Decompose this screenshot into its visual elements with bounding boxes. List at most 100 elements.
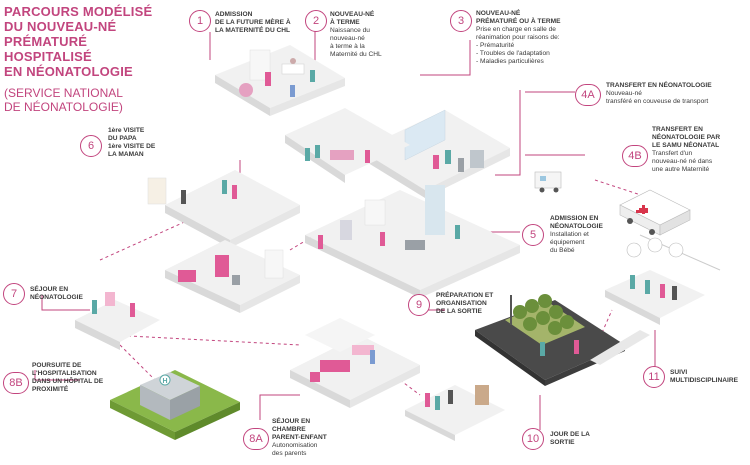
step-heading: MULTIDISCIPLINAIRE <box>670 377 739 384</box>
step-description: une autre Maternité <box>652 166 710 173</box>
step-heading: CHAMBRE <box>272 426 306 433</box>
svg-text:H: H <box>163 378 168 385</box>
page-subtitle: (SERVICE NATIONAL DE NÉONATOLOGIE) <box>4 86 123 114</box>
scene-follow-up <box>590 237 705 365</box>
step-heading: PARENT-ENFANT <box>272 434 327 441</box>
title-line: EN NÉONATOLOGIE <box>4 64 133 79</box>
step-description: Autonomisation <box>272 442 318 449</box>
step-description: nouveau-né <box>330 35 365 42</box>
step-4b-number: 4B <box>622 145 648 167</box>
step-description: Naissance du <box>330 27 370 34</box>
step-2-label: NOUVEAU-NÉ À TERME Naissance du nouveau-… <box>330 11 382 59</box>
scene-admission-mother <box>215 45 345 116</box>
step-4b-label: TRANSFERT EN NÉONATOLOGIE PAR LE SAMU NÉ… <box>652 126 720 174</box>
step-description: Prise en charge en salle de <box>476 26 556 33</box>
step-heading: DE LA FUTURE MÈRE À <box>215 19 291 26</box>
step-description: équipement <box>550 239 585 246</box>
step-heading: LA MATERNITÉ DU CHL <box>215 27 291 34</box>
step-heading: TRANSFERT EN NÉONATOLOGIE <box>606 82 712 89</box>
scene-local-hospital: H <box>110 370 240 440</box>
step-8b-label: POURSUITE DE L'HOSPITALISATION DANS UN H… <box>32 362 103 394</box>
step-1-label: ADMISSION DE LA FUTURE MÈRE À LA MATERNI… <box>215 11 291 35</box>
step-description: - Maladies particulières <box>476 58 544 65</box>
step-8a-label: SÉJOUR EN CHAMBRE PARENT-ENFANT Autonomi… <box>272 418 327 458</box>
step-heading: LA MAMAN <box>108 151 144 158</box>
scene-discharge-preparation <box>475 294 625 386</box>
title-line: DU NOUVEAU-NÉ <box>4 19 117 34</box>
scene-exit-day <box>405 385 505 441</box>
step-description: réanimation pour raisons de: <box>476 34 560 41</box>
step-8b-number: 8B <box>3 372 29 394</box>
step-heading: À TERME <box>330 19 360 26</box>
step-1-number: 1 <box>189 10 211 32</box>
scene-first-visit <box>147 170 300 248</box>
scene-birth <box>285 108 410 183</box>
step-heading: NÉONATOLOGIE <box>30 294 83 301</box>
step-heading: NOUVEAU-NÉ <box>476 10 521 17</box>
step-10-number: 10 <box>522 428 544 450</box>
step-heading: NÉONATOLOGIE PAR <box>652 134 721 141</box>
step-heading: TRANSFERT EN <box>652 126 703 133</box>
step-heading: NOUVEAU-NÉ <box>330 11 375 18</box>
step-10-label: JOUR DE LA SORTIE <box>550 431 590 447</box>
title-line: HOSPITALISÉ <box>4 49 92 64</box>
step-9-label: PRÉPARATION ET ORGANISATION DE LA SORTIE <box>436 292 493 316</box>
page-title: PARCOURS MODÉLISÉ DU NOUVEAU-NÉ PRÉMATUR… <box>4 4 154 79</box>
step-heading: DE LA SORTIE <box>436 308 482 315</box>
step-heading: DANS UN HÔPITAL DE <box>32 378 104 385</box>
step-description: des parents <box>272 450 307 457</box>
step-6-label: 1ère VISITE DU PAPA 1ère VISITE DE LA MA… <box>108 127 155 159</box>
title-line: PRÉMATURÉ <box>4 34 88 49</box>
step-11-number: 11 <box>643 366 665 388</box>
step-description: Installation et <box>550 231 589 238</box>
step-7-label: SÉJOUR EN NÉONATOLOGIE <box>30 286 83 302</box>
step-heading: L'HOSPITALISATION <box>32 370 97 377</box>
step-5-number: 5 <box>522 224 544 246</box>
step-heading: SORTIE <box>550 439 575 446</box>
scene-parent-child-room <box>290 318 420 408</box>
step-description: - Prématurité <box>476 42 515 49</box>
step-3-label: NOUVEAU-NÉ PRÉMATURÉ OU À TERME Prise en… <box>476 10 561 66</box>
step-description: Maternité du CHL <box>330 51 382 58</box>
step-heading: PRÉMATURÉ OU À TERME <box>476 18 561 25</box>
step-heading: 1ère VISITE DE <box>108 143 156 150</box>
step-3-number: 3 <box>450 10 472 32</box>
step-heading: ADMISSION <box>215 11 253 18</box>
step-heading: SUIVI <box>670 369 688 376</box>
scene-nicu-admission <box>305 185 520 298</box>
step-heading: 1ère VISITE <box>108 127 145 134</box>
step-description: Nouveau-né <box>606 90 642 97</box>
step-heading: ORGANISATION <box>436 300 487 307</box>
step-description: Transfert d'un <box>652 150 693 157</box>
ambulance-transport-icon <box>534 171 562 193</box>
step-4a-label: TRANSFERT EN NÉONATOLOGIE Nouveau-né tra… <box>606 82 712 106</box>
step-description: transféré en couveuse de transport <box>606 98 709 105</box>
step-2-number: 2 <box>305 10 327 32</box>
step-4a-number: 4A <box>575 84 601 106</box>
step-heading: SÉJOUR EN <box>272 418 311 425</box>
step-heading: PROXIMITÉ <box>32 386 69 393</box>
title-line: PARCOURS MODÉLISÉ <box>4 4 153 19</box>
step-description: à terme à la <box>330 43 365 50</box>
step-heading: ADMISSION EN <box>550 215 599 222</box>
step-heading: JOUR DE LA <box>550 431 590 438</box>
ambulance-samu-icon <box>619 189 721 271</box>
step-heading: DU PAPA <box>108 135 137 142</box>
step-heading: NÉONATOLOGIE <box>550 223 603 230</box>
step-8a-number: 8A <box>243 428 269 450</box>
step-heading: PRÉPARATION ET <box>436 292 494 299</box>
step-11-label: SUIVI MULTIDISCIPLINAIRE <box>670 369 738 385</box>
scene-reanimation <box>360 109 510 198</box>
step-description: du Bébé <box>550 247 575 254</box>
scene-nicu-stay <box>75 240 300 350</box>
step-heading: POURSUITE DE <box>32 362 82 369</box>
step-heading: SÉJOUR EN <box>30 286 69 293</box>
step-description: nouveau-né né dans <box>652 158 713 165</box>
step-6-number: 6 <box>80 135 102 157</box>
step-description: - Troubles de l'adaptation <box>476 50 550 57</box>
step-5-label: ADMISSION EN NÉONATOLOGIE Installation e… <box>550 215 603 255</box>
step-heading: LE SAMU NÉONATAL <box>652 142 720 149</box>
step-9-number: 9 <box>408 294 430 316</box>
step-7-number: 7 <box>3 283 25 305</box>
